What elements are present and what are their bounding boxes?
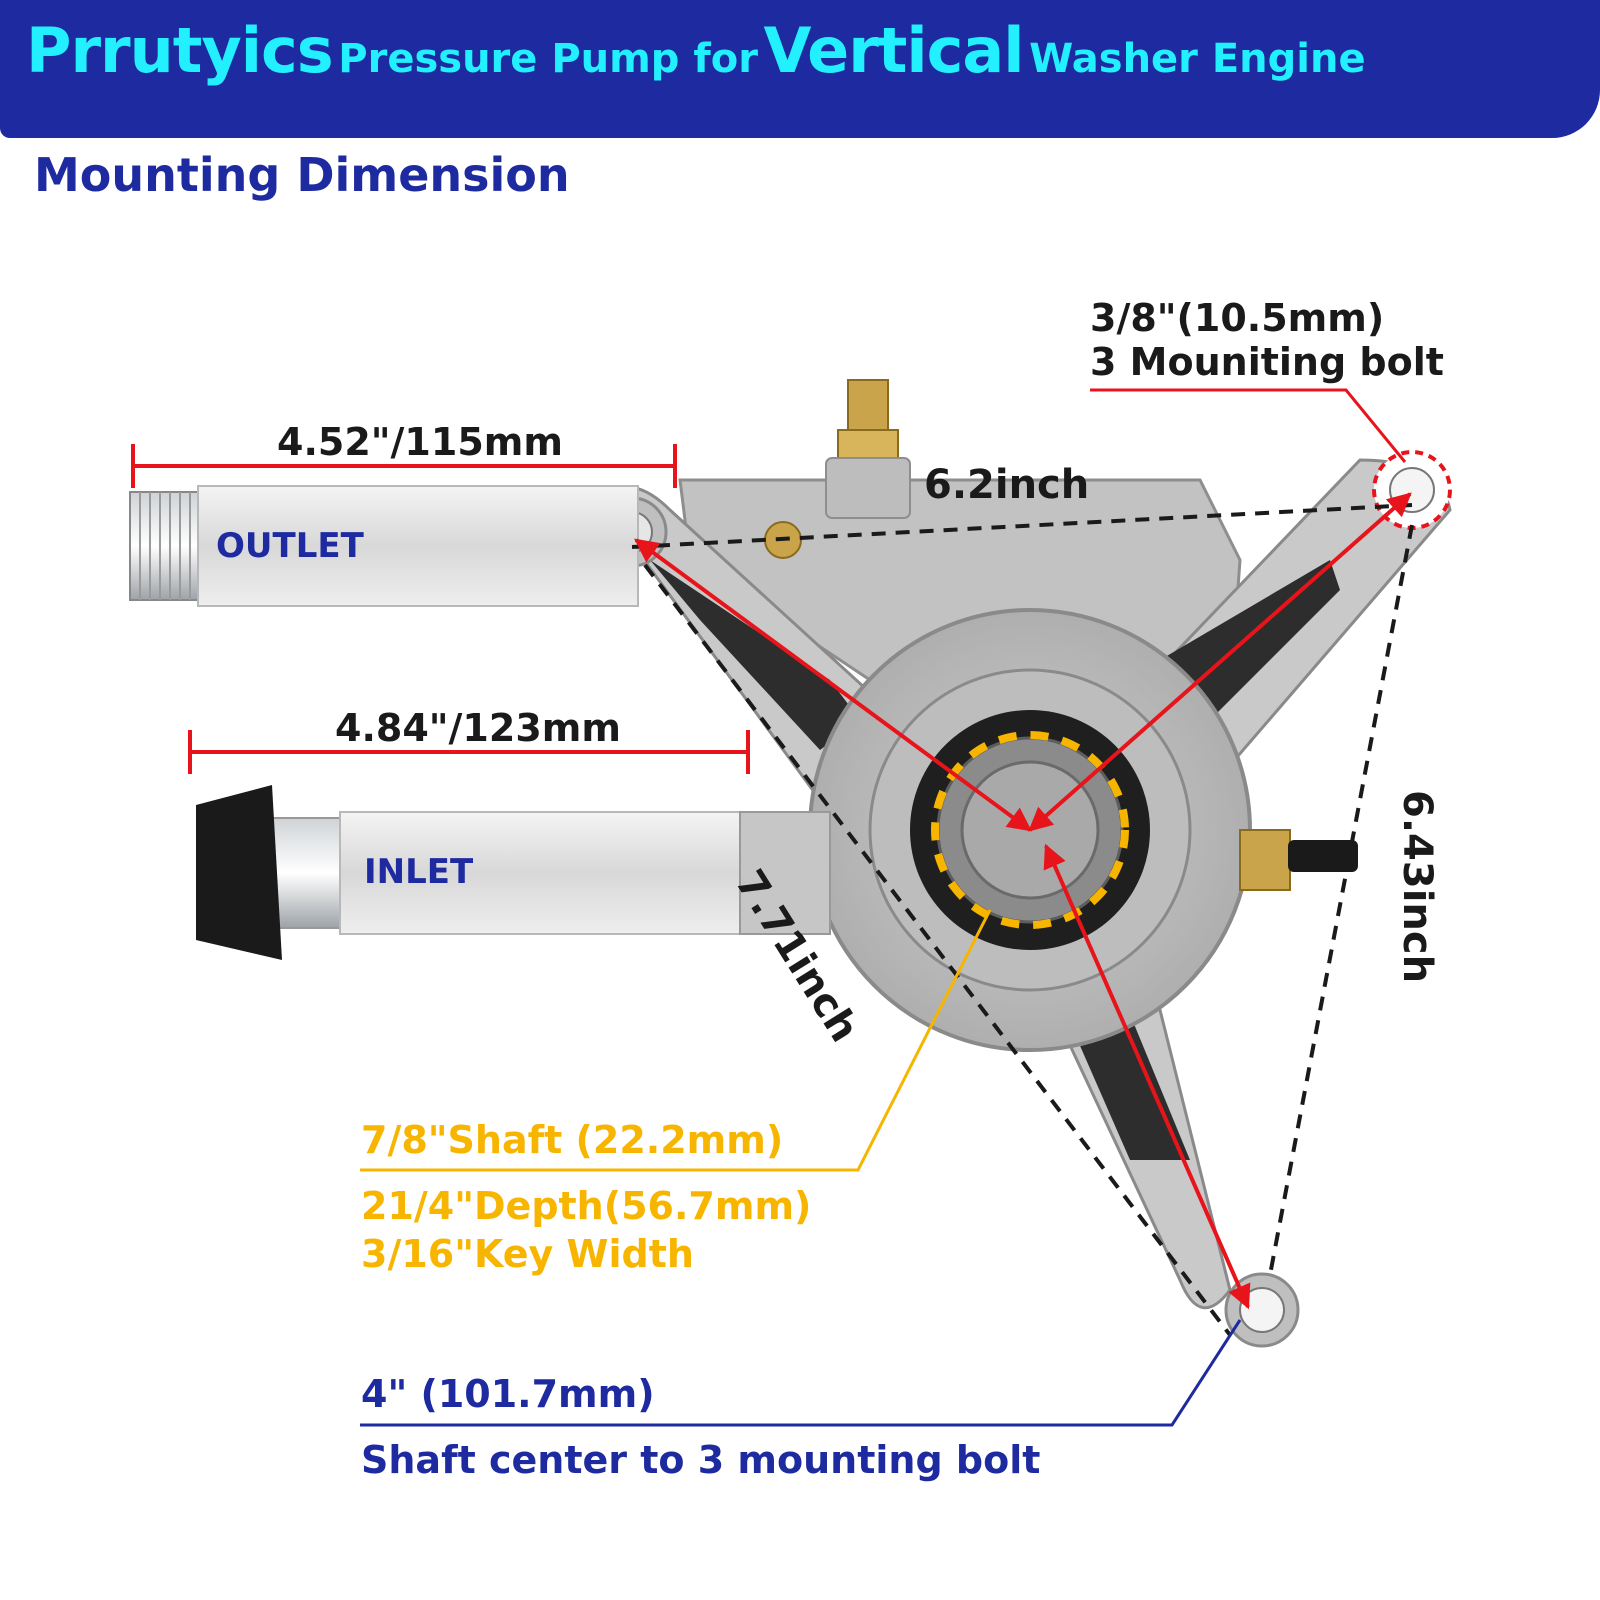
bolt-size-label: 3/8"(10.5mm): [1090, 296, 1385, 340]
radius-arrow-right: [1028, 492, 1412, 832]
title-banner: Prrutyics Pressure Pump for Vertical Was…: [0, 0, 1600, 138]
outlet-label: OUTLET: [216, 526, 364, 566]
inlet-cap: [196, 785, 282, 960]
outlet-length-dimension: [131, 444, 677, 488]
outlet-pipe: [129, 485, 639, 607]
radius-arrow-bottom: [1043, 843, 1251, 1310]
center-distance-label: 4" (101.7mm): [361, 1372, 655, 1416]
right-span-label: 6.43inch: [1394, 790, 1440, 984]
bolt-count-label: 3 Mouniting bolt: [1090, 340, 1444, 384]
radius-arrow-left: [634, 538, 1032, 832]
bypass-brass-fitting: [1239, 829, 1291, 891]
shaft-depth-label: 21/4"Depth(56.7mm): [361, 1184, 812, 1228]
section-title: Mounting Dimension: [34, 148, 570, 202]
inlet-label: INLET: [364, 852, 474, 892]
center-leader-line: [360, 1319, 1242, 1427]
center-distance-description: Shaft center to 3 mounting bolt: [361, 1438, 1041, 1482]
title-emphasis: Vertical: [763, 14, 1025, 87]
bypass-tube: [1288, 840, 1358, 872]
bolt-leader-line: [1090, 388, 1407, 463]
outlet-length-label: 4.52"/115mm: [277, 420, 563, 464]
key-width-label: 3/16"Key Width: [361, 1232, 694, 1276]
shaft-diameter-label: 7/8"Shaft (22.2mm): [361, 1118, 784, 1162]
page-title: Prrutyics Pressure Pump for Vertical Was…: [26, 14, 1366, 87]
outlet-thread: [129, 491, 199, 601]
inlet-length-label: 4.84"/123mm: [335, 706, 621, 750]
inlet-pipe: [196, 785, 831, 960]
shaft-leader-line: [360, 909, 992, 1172]
title-part1: Pressure Pump for: [338, 36, 758, 82]
top-span-label: 6.2inch: [924, 462, 1090, 508]
title-part2: Washer Engine: [1029, 36, 1366, 82]
brand-name: Prrutyics: [26, 14, 334, 87]
